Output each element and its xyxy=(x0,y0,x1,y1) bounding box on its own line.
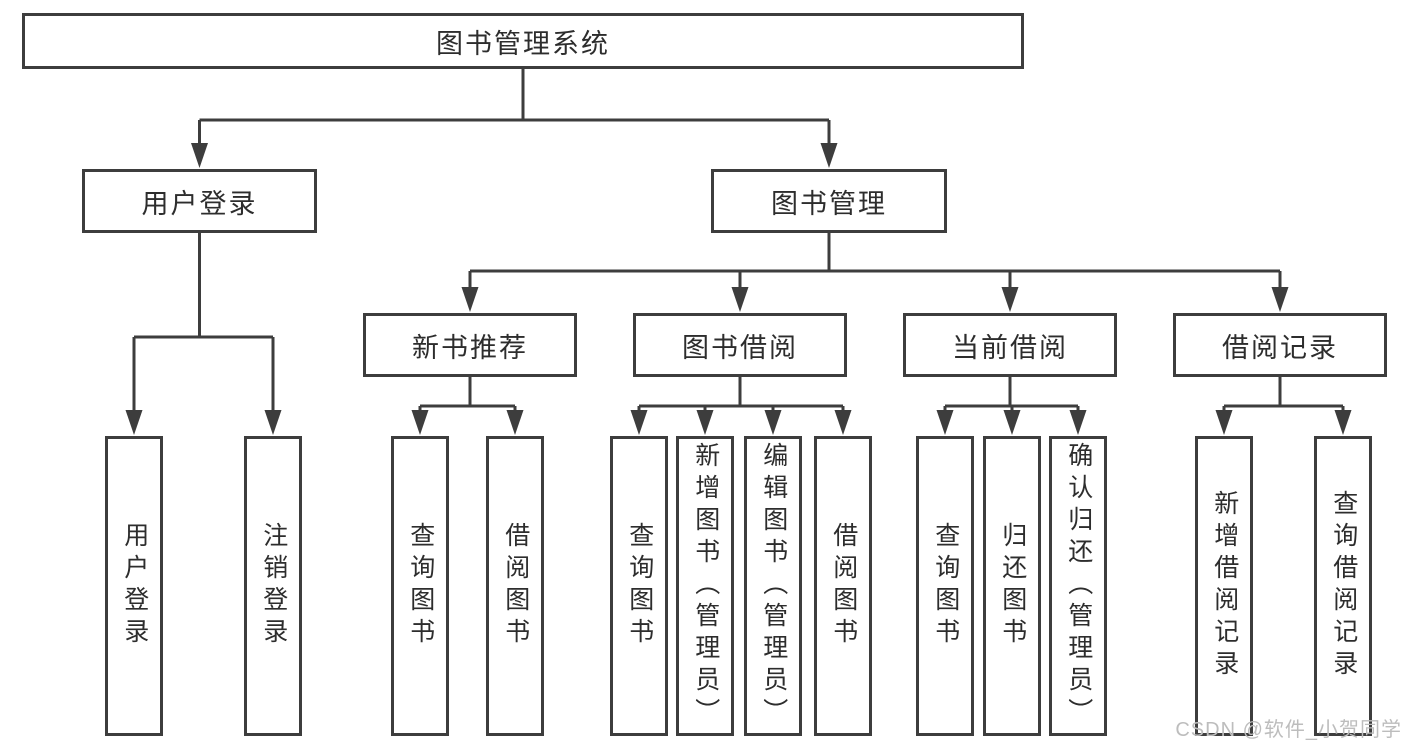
node-new-book-recommend: 新书推荐 xyxy=(363,313,577,377)
arrowhead-icon xyxy=(1001,287,1019,312)
leaf-current-return-books: 归还图书 xyxy=(983,436,1041,736)
leaf-borrow-borrow-books: 借阅图书 xyxy=(814,436,872,736)
leaf-newbook-query-books: 查询图书 xyxy=(391,436,449,736)
node-label: 查询图书 xyxy=(406,522,435,650)
arrowhead-icon xyxy=(506,410,524,435)
node-book-borrowing: 图书借阅 xyxy=(633,313,847,377)
arrowhead-icon xyxy=(411,410,429,435)
leaf-user-login: 用户登录 xyxy=(105,436,163,736)
node-current-borrowing: 当前借阅 xyxy=(903,313,1117,377)
node-label: 编辑图书（管理员） xyxy=(759,442,788,730)
leaf-current-confirm-return-admin: 确认归还（管理员） xyxy=(1049,436,1107,736)
arrowhead-icon xyxy=(834,410,852,435)
node-label: 归还图书 xyxy=(998,522,1027,650)
node-root-library-system: 图书管理系统 xyxy=(22,13,1024,69)
arrowhead-icon xyxy=(125,410,143,435)
arrowhead-icon xyxy=(1271,287,1289,312)
arrowhead-icon xyxy=(191,143,208,168)
node-label: 注销登录 xyxy=(259,522,288,650)
node-label: 查询借阅记录 xyxy=(1329,490,1358,682)
node-label: 新增借阅记录 xyxy=(1210,490,1239,682)
arrowhead-icon xyxy=(1069,410,1087,435)
node-label: 用户登录 xyxy=(141,188,258,219)
node-label: 查询图书 xyxy=(931,522,960,650)
leaf-borrow-edit-books-admin: 编辑图书（管理员） xyxy=(744,436,802,736)
arrowhead-icon xyxy=(264,410,282,435)
node-label: 用户登录 xyxy=(120,522,149,650)
node-book-management: 图书管理 xyxy=(711,169,947,233)
leaf-newbook-borrow-books: 借阅图书 xyxy=(486,436,544,736)
arrowhead-icon xyxy=(1334,410,1352,435)
node-user-login: 用户登录 xyxy=(82,169,317,233)
node-borrowing-records: 借阅记录 xyxy=(1173,313,1387,377)
leaf-current-query-books: 查询图书 xyxy=(916,436,974,736)
node-label: 查询图书 xyxy=(625,522,654,650)
arrowhead-icon xyxy=(1215,410,1233,435)
node-label: 确认归还（管理员） xyxy=(1064,442,1093,730)
arrowhead-icon xyxy=(630,410,648,435)
node-label: 当前借阅 xyxy=(952,332,1068,363)
node-label: 新增图书（管理员） xyxy=(691,442,720,730)
node-label: 图书管理 xyxy=(771,188,887,219)
leaf-records-query-borrow-record: 查询借阅记录 xyxy=(1314,436,1372,736)
csdn-watermark: CSDN @软件_小贺同学 xyxy=(1175,719,1402,741)
arrowhead-icon xyxy=(764,410,782,435)
leaf-borrow-query-books: 查询图书 xyxy=(610,436,668,736)
arrowhead-icon xyxy=(1003,410,1021,435)
node-label: 图书借阅 xyxy=(682,332,798,363)
arrowhead-icon xyxy=(731,287,749,312)
node-label: 新书推荐 xyxy=(412,332,528,363)
leaf-logout: 注销登录 xyxy=(244,436,302,736)
node-label: 图书管理系统 xyxy=(436,28,610,59)
arrowhead-icon xyxy=(461,287,479,312)
leaf-borrow-add-books-admin: 新增图书（管理员） xyxy=(676,436,734,736)
arrowhead-icon xyxy=(936,410,954,435)
leaf-records-add-borrow-record: 新增借阅记录 xyxy=(1195,436,1253,736)
arrowhead-icon xyxy=(820,143,838,168)
node-label: 借阅图书 xyxy=(501,522,530,650)
node-label: 借阅记录 xyxy=(1222,332,1338,363)
node-label: 借阅图书 xyxy=(829,522,858,650)
arrowhead-icon xyxy=(696,410,714,435)
